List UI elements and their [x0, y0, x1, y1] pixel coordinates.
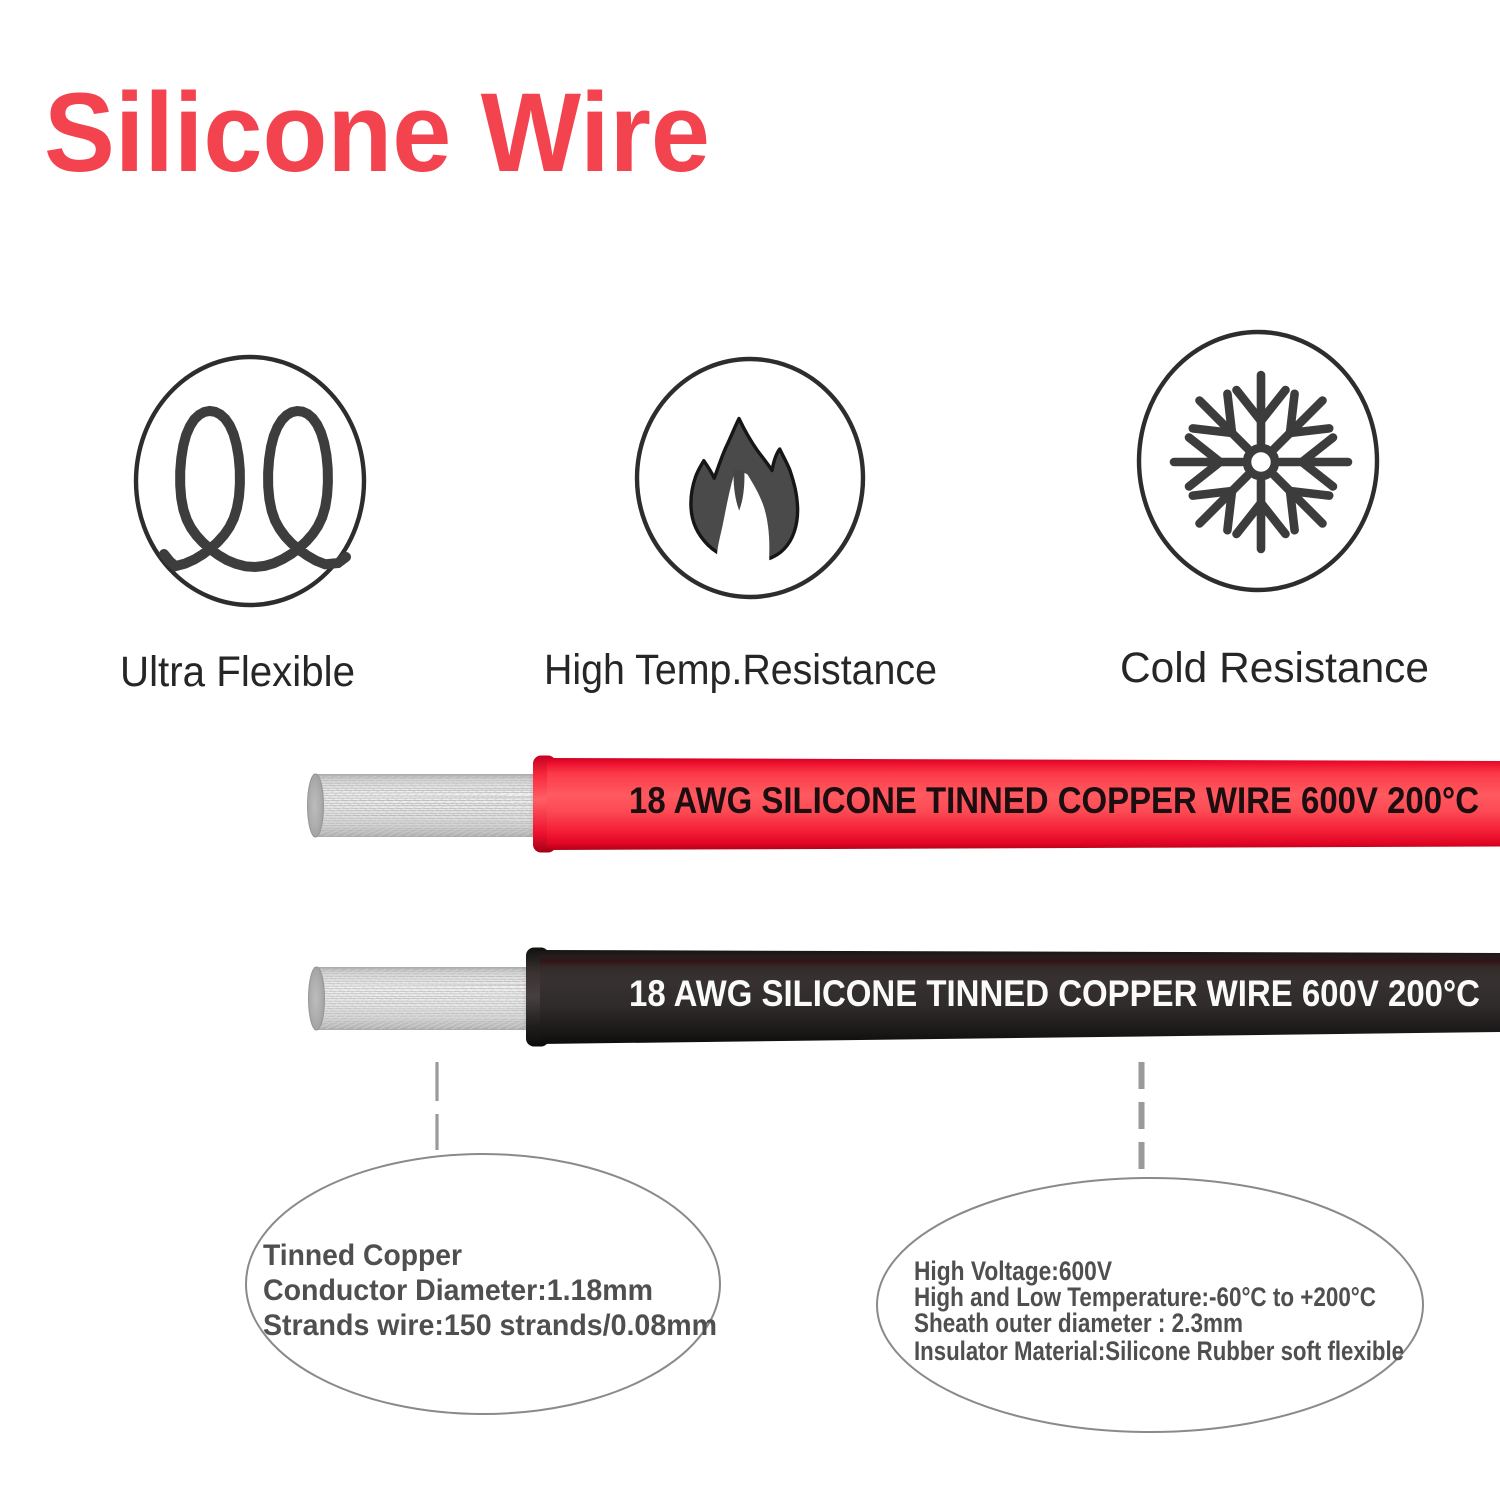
svg-text:18 AWG SILICONE TINNED COPPER: 18 AWG SILICONE TINNED COPPER WIRE 600V …: [629, 780, 1479, 821]
svg-text:High Voltage:600V: High Voltage:600V: [914, 1256, 1112, 1286]
svg-text:Sheath outer diameter : 2.3mm: Sheath outer diameter : 2.3mm: [914, 1308, 1243, 1338]
svg-text:High Temp.Resistance: High Temp.Resistance: [544, 646, 937, 694]
svg-text:Silicone Wire: Silicone Wire: [44, 70, 710, 195]
svg-text:18 AWG SILICONE TINNED COPPER: 18 AWG SILICONE TINNED COPPER WIRE 600V …: [629, 973, 1480, 1014]
svg-text:Strands wire:150 strands/0.08m: Strands wire:150 strands/0.08mm: [263, 1309, 717, 1342]
svg-text:Cold Resistance: Cold Resistance: [1120, 644, 1429, 692]
svg-text:High and Low Temperature:-60°C: High and Low Temperature:-60°C to +200°C: [914, 1282, 1376, 1312]
svg-text:Conductor Diameter:1.18mm: Conductor Diameter:1.18mm: [263, 1274, 653, 1307]
svg-text:Insulator Material:Silicone Ru: Insulator Material:Silicone Rubber soft …: [914, 1336, 1404, 1366]
svg-text:Ultra Flexible: Ultra Flexible: [120, 648, 355, 696]
svg-text:Tinned Copper: Tinned Copper: [263, 1239, 462, 1272]
